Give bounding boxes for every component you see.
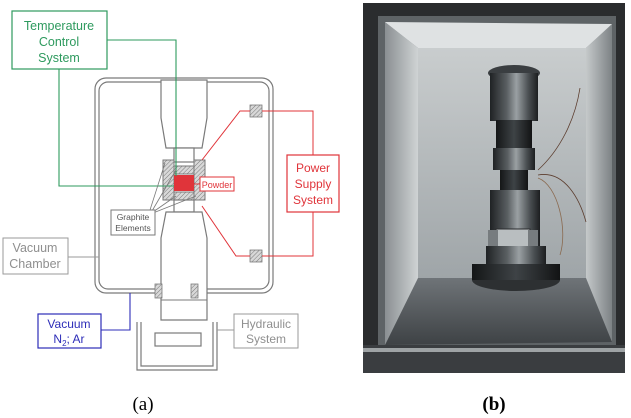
base-plate-side <box>472 264 560 280</box>
chamber-sill-edge <box>363 348 625 352</box>
lower-clamp-bolt-right <box>528 230 538 246</box>
panel-a-diagram: Temperature Control System Power Supply … <box>2 10 340 415</box>
upper-ram-body <box>490 73 538 121</box>
lower-seal-right <box>190 283 199 299</box>
power-supply-label-line1: Power <box>296 161 330 175</box>
lower-clamp-bolt-left <box>488 230 498 246</box>
lower-seal-left <box>154 283 163 299</box>
power-feedthrough-bottom <box>249 249 263 263</box>
vacuum-gas-n: N <box>53 332 62 346</box>
lower-ram-base <box>486 246 546 264</box>
hydraulic-label-line2: System <box>246 332 286 346</box>
hydraulic-piston <box>154 332 202 347</box>
hydraulic-label-line1: Hydraulic <box>241 317 291 331</box>
vacuum-gas-label-line1: Vacuum <box>47 317 90 331</box>
graphite-leader-1 <box>149 162 166 211</box>
power-line-bottom <box>201 205 314 257</box>
vacuum-gas-line <box>101 293 131 331</box>
power-supply-label-line3: System <box>293 193 333 207</box>
vacuum-gas-rest: ; Ar <box>67 332 85 346</box>
chamber-ceiling <box>385 22 612 48</box>
graphite-leader-2 <box>151 169 177 212</box>
powder-label-box <box>199 176 235 192</box>
power-line-top <box>201 110 314 161</box>
power-supply-system: Power Supply System <box>201 110 340 257</box>
graphite-die-left <box>162 159 175 201</box>
temperature-control-system: Temperature Control System <box>11 10 177 187</box>
lower-clamp <box>495 228 531 248</box>
upper-punch <box>173 147 195 163</box>
caption-a: (a) <box>132 394 153 415</box>
thermocouple-line-top <box>107 39 177 176</box>
graphite-label-line2: Elements <box>115 223 150 233</box>
graphite-elements-callout: Graphite Elements <box>110 162 197 236</box>
vacuum-gas-sub: 2 <box>62 339 67 348</box>
panel-b-photo: (b) <box>363 3 625 415</box>
hydraulic-cylinder-inner <box>140 322 214 367</box>
thermocouple-wire-3 <box>537 177 564 256</box>
powder-label: Powder <box>202 180 233 190</box>
chamber-floor <box>385 278 612 345</box>
graphite-label-line1: Graphite <box>117 212 150 222</box>
graphite-spacer-top <box>173 165 195 175</box>
die-assembly <box>500 170 528 190</box>
temperature-control-label-line2: Control <box>39 35 79 49</box>
caption-b: (b) <box>482 394 505 415</box>
lower-electrode <box>160 211 208 321</box>
temperature-control-label-line1: Temperature <box>24 19 94 33</box>
hydraulic-label-box <box>233 313 299 349</box>
hydraulic-cylinder-outer <box>136 322 218 371</box>
vacuum-gas-box <box>37 313 102 349</box>
graphite-leader-3 <box>152 195 177 213</box>
vacuum-gas-label-line2: N2; Ar <box>53 332 84 348</box>
power-supply-box <box>286 154 340 213</box>
upper-ram-neck <box>496 120 532 152</box>
thermocouple-line-side <box>58 69 174 187</box>
upper-electrode <box>160 79 208 149</box>
vacuum-chamber-label-line1: Vacuum <box>13 241 58 255</box>
power-feedthrough-top <box>249 104 263 118</box>
powder-sample <box>174 175 194 191</box>
thermocouple-wire-1 <box>537 87 581 171</box>
graphite-spacer-bottom <box>173 191 195 201</box>
lower-punch <box>173 199 195 213</box>
graphite-label-box <box>110 209 156 236</box>
graphite-leader-4 <box>152 195 197 214</box>
vacuum-chamber-label-line2: Chamber <box>9 257 60 271</box>
chamber-right-wall <box>586 24 612 342</box>
temperature-control-box <box>11 10 108 70</box>
thermocouple-wire-2 <box>537 174 587 223</box>
power-supply-label-line2: Supply <box>295 177 332 191</box>
vacuum-chamber-label-box <box>2 237 69 275</box>
chamber-left-wall <box>385 22 418 345</box>
upper-electrode-block <box>493 148 535 170</box>
temperature-control-label-line3: System <box>38 51 80 65</box>
